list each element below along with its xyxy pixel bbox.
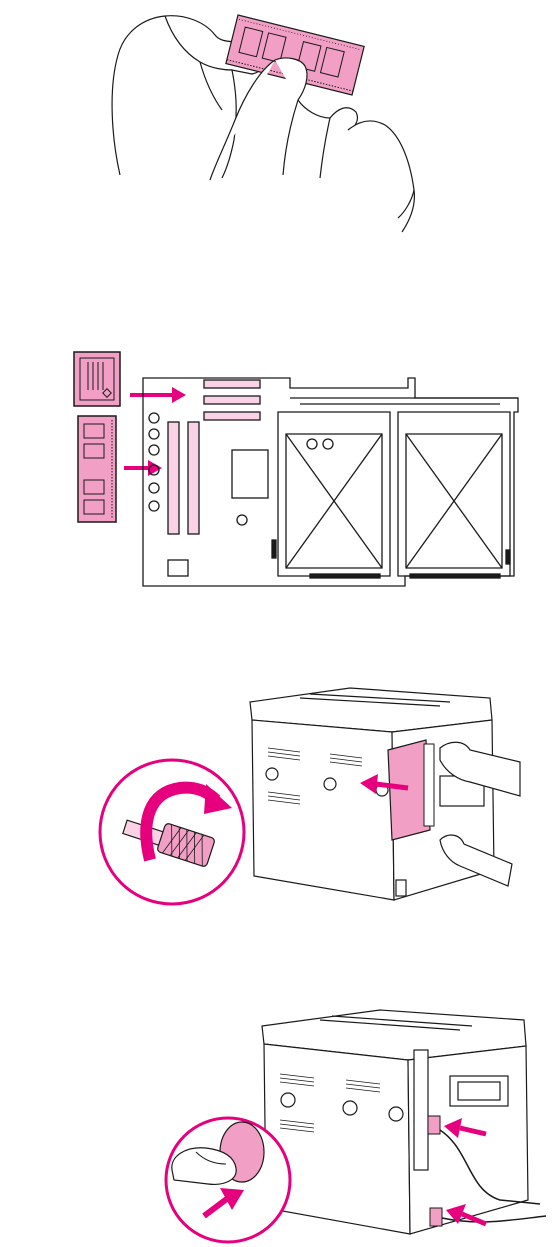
reinstall-formatter-board-figure (0, 680, 559, 920)
formatter-board-panel (388, 740, 434, 840)
printer-rear-icon (250, 688, 494, 900)
pink-arrow-icon (130, 387, 186, 403)
flash-card-icon (74, 352, 120, 406)
formatter-board (143, 378, 518, 586)
thumbscrew-inset (100, 760, 244, 904)
power-cord-plug (430, 1208, 442, 1226)
power-button-inset (166, 1118, 290, 1242)
printer-rear-icon (262, 1010, 528, 1234)
dimm-module-icon (78, 416, 116, 522)
hands-holding-dimm-illustration (0, 0, 559, 240)
power-connector (428, 1116, 440, 1134)
formatter-board-slots-figure (0, 340, 559, 600)
handling-memory-dimm-figure (0, 0, 559, 240)
reconnect-power-and-turn-on-figure (0, 990, 559, 1247)
